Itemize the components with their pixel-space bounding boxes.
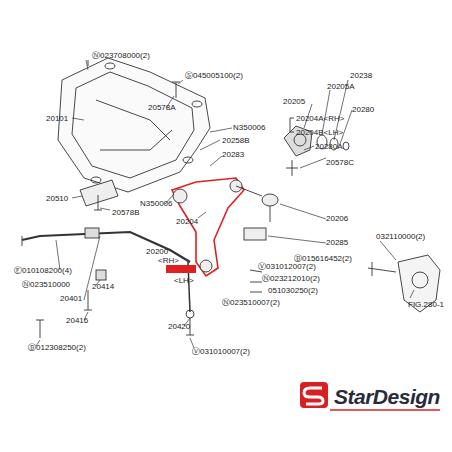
part-number: 032110000(2) [376,232,425,241]
part-number: 20204B<LH> [296,128,343,137]
part-number: 20283 [222,150,244,159]
part-number: 20205A [327,82,355,91]
part-number: Ⓥ031010007(2) [192,347,250,356]
part-number: Ⓑ012308250(2) [28,343,86,352]
part-number: 20416 [66,316,88,325]
part-number: Ⓝ023510007(2) [222,298,280,307]
watermark: StarDesign [334,386,440,408]
part-number: 20578B [112,208,140,217]
logo-icon [300,382,328,408]
part-number: 20414 [92,282,114,291]
part-number: N350006 [140,199,172,208]
part-number: 20204 [176,217,198,226]
part-number: 20280 [352,105,374,114]
part-number: 20510 [46,194,68,203]
part-number: 051030250(2) [268,286,318,295]
part-number: 20420 [168,322,190,331]
part-number: 20280A [315,142,343,151]
part-number: Ⓝ023212010(2) [262,274,320,283]
part-number: FIG.280-1 [408,300,444,309]
part-number: 20401 [60,294,82,303]
part-number: <RH> [158,256,179,265]
part-number: <LH> [174,276,194,285]
part-number: 20101 [46,114,68,123]
part-number: Ⓥ031012007(2) [258,262,316,271]
part-number: Ⓑ015616452(2) [294,254,352,263]
highlight-bar [166,265,196,273]
part-number: 20205 [283,97,305,106]
part-number: Ⓝ023708000(2) [92,51,150,60]
part-number: 20238 [350,71,372,80]
part-number: 20578A [148,103,176,112]
part-number: 20206 [326,214,348,223]
part-number: 20204A<RH> [296,114,344,123]
part-number: Ⓔ010108200(4) [14,266,72,275]
part-number: N350006 [233,123,265,132]
part-number: 20285 [326,238,348,247]
part-number: 20578C [326,158,354,167]
part-number: 20258B [222,136,250,145]
part-number: Ⓝ023510000 [22,280,70,289]
part-number: Ⓢ045005100(2) [185,71,243,80]
part-number: 20200 [146,247,168,256]
